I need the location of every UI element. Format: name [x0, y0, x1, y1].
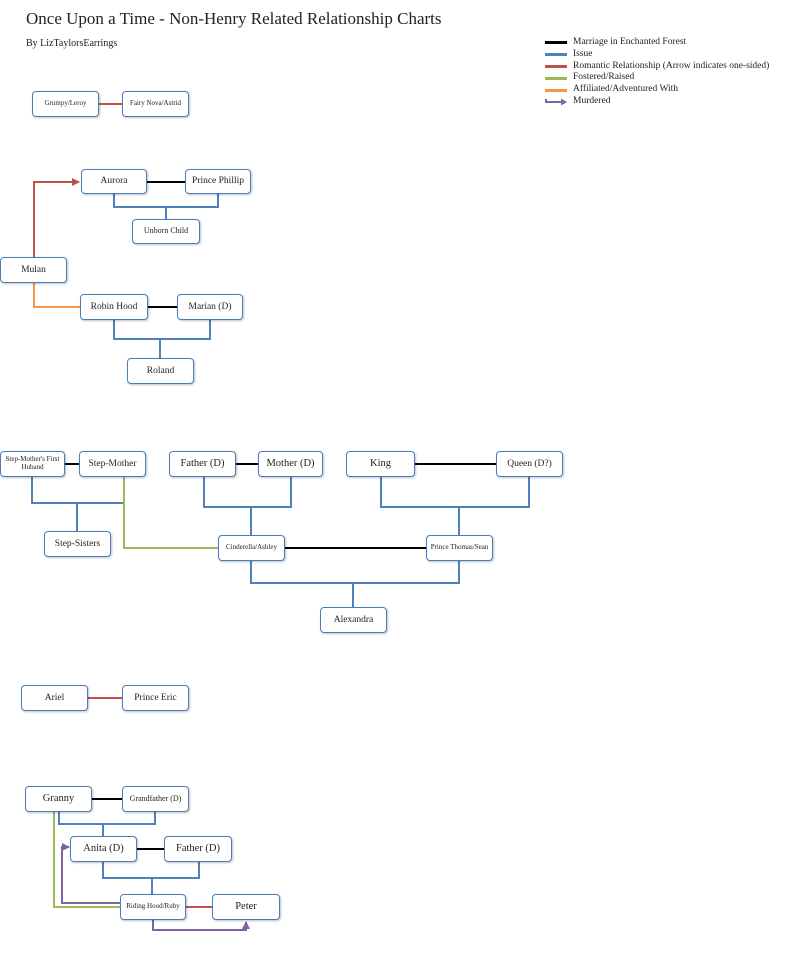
legend-label: Murdered — [573, 95, 611, 106]
node-prince-eric: Prince Eric — [122, 685, 189, 711]
murdered-arrow-ruby-anita — [61, 843, 120, 904]
node-step-sisters: Step-Sisters — [44, 531, 111, 557]
issue-line-anita-father — [102, 862, 200, 879]
page-title: Once Upon a Time - Non-Henry Related Rel… — [26, 9, 442, 28]
legend-label: Romantic Relationship (Arrow indicates o… — [573, 60, 770, 71]
node-aurora: Aurora — [81, 169, 147, 194]
issue-line-cinderella-parents — [203, 477, 292, 508]
romantic-line-swatch — [545, 64, 567, 68]
node-grandfather: Grandfather (D) — [122, 786, 189, 812]
node-anita: Anita (D) — [70, 836, 137, 862]
node-king: King — [346, 451, 415, 477]
legend-item-affiliated: Affiliated/Adventured With — [545, 84, 769, 96]
romantic-arrow-mulan-aurora — [33, 178, 80, 257]
node-grumpy: Grumpy/Leroy — [32, 91, 99, 117]
issue-line-king-queen — [380, 477, 530, 508]
legend-label: Marriage in Enchanted Forest — [573, 37, 687, 47]
node-cinderella: Cinderella/Ashley — [218, 535, 285, 561]
node-ariel: Ariel — [21, 685, 88, 711]
legend-item-issue: Issue — [545, 49, 769, 61]
issue-line-granny-grandfather — [58, 812, 156, 825]
issue-line-robin-marian — [113, 320, 211, 340]
node-prince-thomas: Prince Thomas/Sean — [426, 535, 493, 561]
legend-label: Issue — [573, 48, 593, 59]
murdered-arrow-swatch — [545, 98, 567, 106]
legend: Marriage in Enchanted Forest Issue Roman… — [545, 37, 769, 108]
node-stepmother-first-husband: Step-Mother's First Huband — [0, 451, 65, 477]
node-mulan: Mulan — [0, 257, 67, 283]
node-alexandra: Alexandra — [320, 607, 387, 633]
issue-line-cinderella-thomas — [250, 561, 460, 584]
node-unborn-child: Unborn Child — [132, 219, 200, 244]
node-ruby-father: Father (D) — [164, 836, 232, 862]
legend-item-marriage: Marriage in Enchanted Forest — [545, 37, 769, 49]
node-cinderella-mother: Mother (D) — [258, 451, 323, 477]
node-queen: Queen (D?) — [496, 451, 563, 477]
node-prince-phillip: Prince Phillip — [185, 169, 251, 194]
node-riding-hood-ruby: Riding Hood/Ruby — [120, 894, 186, 920]
fostered-line-stepmother-cinderella — [123, 477, 218, 549]
legend-label: Affiliated/Adventured With — [573, 84, 679, 95]
issue-line-aurora-phillip — [113, 194, 219, 208]
node-robin-hood: Robin Hood — [80, 294, 148, 320]
affiliated-line-swatch — [545, 88, 567, 92]
murdered-arrow-ruby-peter — [152, 920, 250, 931]
fostered-line-granny-ruby — [53, 812, 120, 908]
fostered-line-swatch — [545, 76, 567, 80]
node-roland: Roland — [127, 358, 194, 384]
node-peter: Peter — [212, 894, 280, 920]
node-fairy-nova: Fairy Nova/Astrid — [122, 91, 189, 117]
issue-line-swatch — [545, 53, 567, 57]
legend-item-fostered: Fostered/Raised — [545, 72, 769, 84]
node-cinderella-father: Father (D) — [169, 451, 236, 477]
issue-line-stepsisters — [31, 477, 125, 504]
legend-item-murdered: Murdered — [545, 96, 769, 108]
node-marian: Marian (D) — [177, 294, 243, 320]
node-stepmother: Step-Mother — [79, 451, 146, 477]
legend-label: Fostered/Raised — [573, 72, 635, 83]
marriage-line-swatch — [545, 41, 567, 45]
legend-item-romantic: Romantic Relationship (Arrow indicates o… — [545, 61, 769, 73]
author-byline: By LizTaylorsEarrings — [26, 38, 118, 49]
affiliated-line-mulan-robin — [33, 283, 80, 308]
node-granny: Granny — [25, 786, 92, 812]
